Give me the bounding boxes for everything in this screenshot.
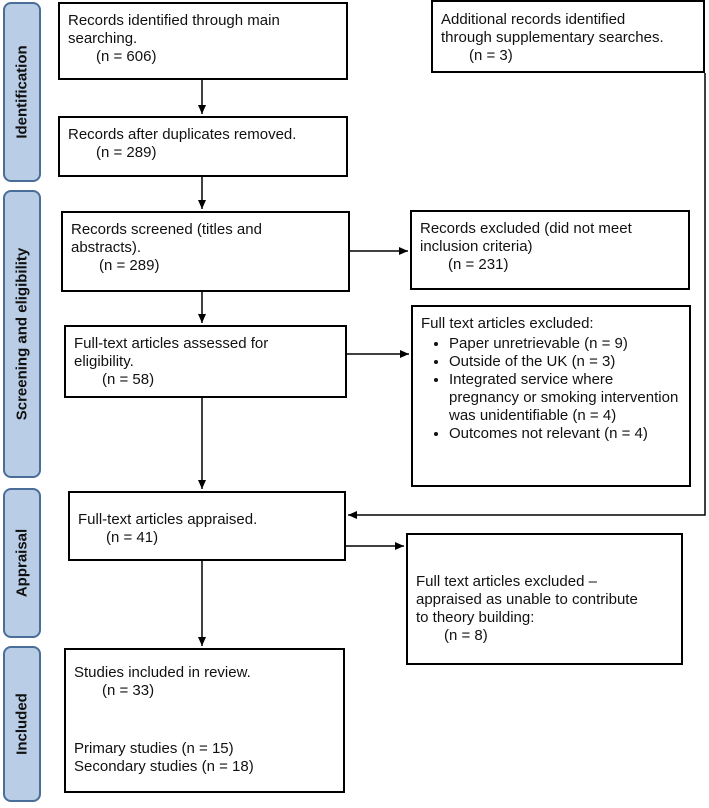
box-screened-line-2: abstracts). [71, 239, 142, 256]
box-appraisal-excluded: Full text articles excluded – appraised … [406, 533, 683, 665]
box-screened-count: (n = 289) [99, 257, 160, 274]
fulltext-excluded-item: Paper unretrievable (n = 9) [449, 335, 681, 353]
box-included-primary: Primary studies (n = 15) [74, 740, 234, 757]
box-fulltext-assessed-line-2: eligibility. [74, 353, 134, 370]
box-screened-line-1: Records screened (titles and [71, 221, 262, 238]
box-included: Studies included in review. (n = 33) Pri… [64, 648, 345, 793]
box-excluded-screening: Records excluded (did not meet inclusion… [410, 210, 690, 290]
box-fulltext-excluded-title: Full text articles excluded: [421, 315, 594, 332]
box-included-count: (n = 33) [102, 682, 155, 699]
box-deduplicated: Records after duplicates removed. (n = 2… [58, 116, 348, 177]
box-deduplicated-count: (n = 289) [96, 144, 157, 161]
box-fulltext-assessed-line-1: Full-text articles assessed for [74, 335, 269, 352]
box-supplementary: Additional records identified through su… [431, 0, 705, 73]
box-appraised-line-1: Full-text articles appraised. [78, 511, 258, 528]
box-supplementary-count: (n = 3) [469, 47, 513, 64]
box-supplementary-line-1: Additional records identified [441, 11, 626, 28]
fulltext-excluded-item: Outside of the UK (n = 3) [449, 353, 681, 371]
box-fulltext-assessed: Full-text articles assessed for eligibil… [64, 325, 347, 398]
fulltext-excluded-item: Integrated service where pregnancy or sm… [449, 371, 681, 425]
box-fulltext-assessed-count: (n = 58) [102, 371, 155, 388]
box-appraisal-excluded-line-1: Full text articles excluded – [416, 573, 597, 590]
box-appraisal-excluded-count: (n = 8) [444, 627, 488, 644]
box-main-search-count: (n = 606) [96, 48, 157, 65]
fulltext-excluded-list: Paper unretrievable (n = 9) Outside of t… [421, 335, 681, 443]
fulltext-excluded-item: Outcomes not relevant (n = 4) [449, 425, 681, 443]
phase-appraisal: Appraisal [3, 488, 41, 638]
arrow-supplementary-to-appraised [348, 73, 706, 519]
phase-screening: Screening and eligibility [3, 190, 41, 478]
box-appraised-count: (n = 41) [106, 529, 159, 546]
box-main-search: Records identified through main searchin… [58, 2, 348, 80]
box-deduplicated-line-1: Records after duplicates removed. [68, 126, 297, 143]
box-supplementary-line-2: through supplementary searches. [441, 29, 664, 46]
phase-identification: Identification [3, 2, 41, 182]
box-main-search-line-2: searching. [68, 30, 138, 47]
box-excluded-screening-line-1: Records excluded (did not meet [420, 220, 632, 237]
box-appraisal-excluded-line-2: appraised as unable to contribute [416, 591, 638, 608]
box-excluded-screening-count: (n = 231) [448, 256, 509, 273]
box-included-secondary: Secondary studies (n = 18) [74, 758, 254, 775]
box-fulltext-excluded: Full text articles excluded: Paper unret… [411, 305, 691, 487]
box-appraisal-excluded-line-3: to theory building: [416, 609, 535, 626]
box-screened: Records screened (titles and abstracts).… [61, 211, 350, 292]
box-main-search-line-1: Records identified through main [68, 12, 280, 29]
box-included-line-1: Studies included in review. [74, 664, 251, 681]
box-excluded-screening-line-2: inclusion criteria) [420, 238, 533, 255]
phase-included: Included [3, 646, 41, 802]
box-appraised: Full-text articles appraised. (n = 41) [68, 491, 346, 561]
